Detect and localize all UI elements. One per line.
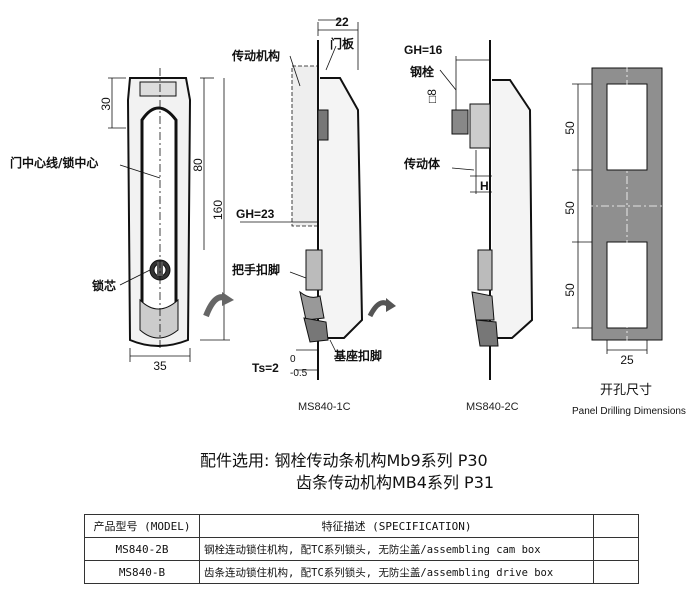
- dim-ts-lower: -0.5: [290, 368, 308, 379]
- label-base-foot: 基座扣脚: [333, 348, 382, 363]
- label-cutout-cn: 开孔尺寸: [600, 383, 652, 398]
- dim-gh16: GH=16: [404, 43, 443, 57]
- dim-cutout-50a: 50: [563, 121, 577, 135]
- accessory-line-2: 齿条传动机构MB4系列 P31: [296, 473, 495, 492]
- dim-cutout-50b: 50: [563, 201, 577, 215]
- panel-cutout: [572, 64, 670, 354]
- dim-35: 35: [153, 359, 167, 373]
- table-row: MS840-B 齿条连动锁住机构, 配TC系列锁头, 无防尘盖/assembli…: [84, 560, 639, 584]
- spec-table: 产品型号 (MODEL) 特征描述 (SPECIFICATION) MS840-…: [84, 514, 639, 584]
- label-cutout-en: Panel Drilling Dimensions: [572, 406, 686, 417]
- table-row: MS840-2B 钢栓连动锁住机构, 配TC系列锁头, 无防尘盖/assembl…: [84, 537, 639, 561]
- dim-160: 160: [211, 200, 225, 220]
- cell-extra: [593, 537, 639, 561]
- label-lock-core: 锁芯: [92, 278, 116, 293]
- side-view-1c: [240, 19, 396, 380]
- label-transmission: 传动机构: [231, 48, 280, 63]
- cell-model: MS840-B: [84, 560, 200, 584]
- model-right: MS840-2C: [466, 401, 519, 413]
- dim-ts: Ts=2: [252, 361, 279, 375]
- cell-spec: 齿条连动锁住机构, 配TC系列锁头, 无防尘盖/assembling drive…: [199, 560, 594, 584]
- table-header-row: 产品型号 (MODEL) 特征描述 (SPECIFICATION): [84, 514, 639, 538]
- label-door-panel: 门板: [330, 36, 355, 51]
- model-left: MS840-1C: [298, 401, 351, 413]
- cell-extra: [593, 560, 639, 584]
- dim-ts-upper: 0: [290, 354, 296, 365]
- dim-30: 30: [99, 97, 113, 111]
- dim-sq8: □8: [425, 89, 439, 103]
- front-view: [108, 68, 234, 362]
- cell-spec: 钢栓连动锁住机构, 配TC系列锁头, 无防尘盖/assembling cam b…: [199, 537, 594, 561]
- dim-h: H: [480, 179, 489, 193]
- accessory-line-1: 配件选用: 钢栓传动条机构Mb9系列 P30: [200, 451, 488, 470]
- dim-gh23: GH=23: [236, 207, 275, 221]
- accessory-selection: 配件选用: 钢栓传动条机构Mb9系列 P30 齿条传动机构MB4系列 P31: [200, 450, 494, 494]
- technical-drawing: 30 80 160 35 门中心线/锁中心 锁芯 22 传动机构 门板 GH=2…: [10, 15, 686, 417]
- header-extra: [593, 514, 639, 538]
- label-handle-foot: 把手扣脚: [232, 262, 280, 277]
- label-steel-pin: 钢栓: [410, 64, 434, 79]
- dim-80: 80: [191, 158, 205, 172]
- label-drive-body: 传动体: [403, 156, 441, 171]
- side-view-2c: [439, 40, 534, 380]
- header-model: 产品型号 (MODEL): [84, 514, 200, 538]
- dim-cutout-25: 25: [620, 353, 634, 367]
- header-spec: 特征描述 (SPECIFICATION): [199, 514, 594, 538]
- label-door-center: 门中心线/锁中心: [10, 155, 98, 170]
- dim-cutout-50c: 50: [563, 283, 577, 297]
- dim-22: 22: [335, 15, 349, 29]
- cell-model: MS840-2B: [84, 537, 200, 561]
